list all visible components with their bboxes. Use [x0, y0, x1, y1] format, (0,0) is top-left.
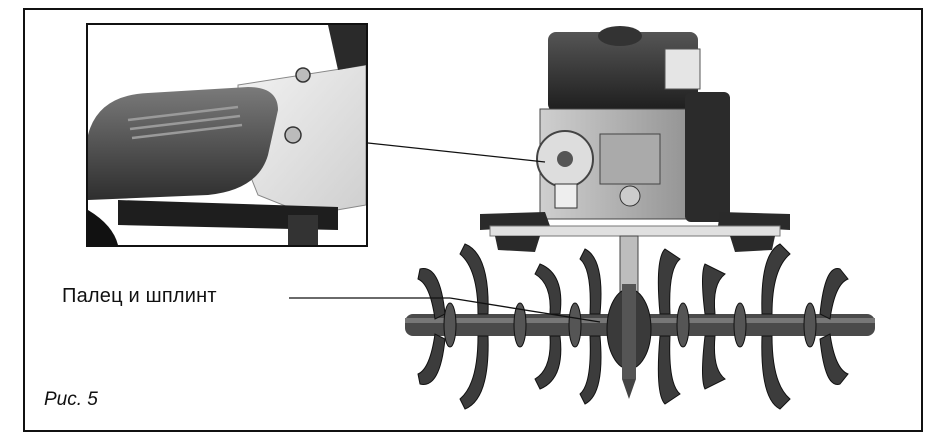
figure-frame: [23, 8, 923, 432]
cultivator-drawing: [405, 26, 875, 410]
inset-detail-photo: [86, 23, 368, 247]
footrest-plate-illustration: [88, 25, 366, 245]
figure-caption: Рис. 5: [44, 389, 98, 410]
pin-and-cotter-label: Палец и шплинт: [62, 285, 217, 307]
cultivator-illustration: [400, 14, 880, 430]
